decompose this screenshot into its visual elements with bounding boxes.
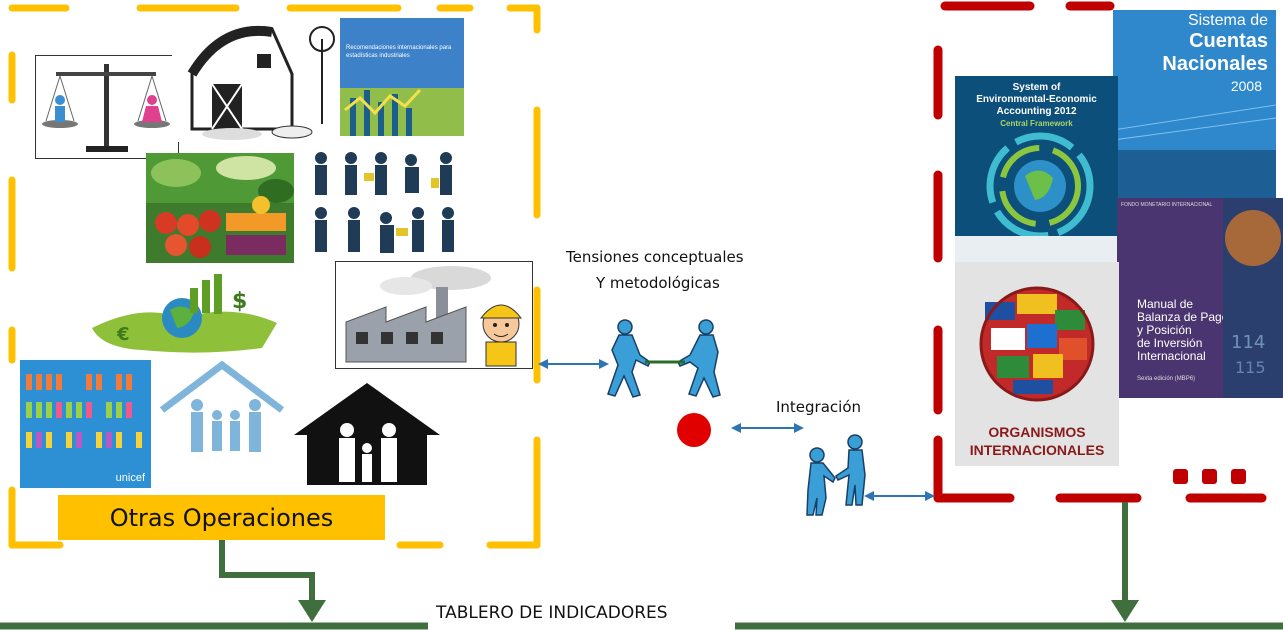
bop-edition: Sexta edición (MBP6) [1137,376,1196,382]
bop-image-strip: 114 115 [1223,198,1283,398]
green-arrows [219,502,1128,605]
blue-links [538,359,935,501]
flag-globe-icon [979,286,1095,402]
org-line2: INTERNACIONALES [969,442,1105,458]
scn-line1: Sistema de [1187,12,1268,29]
family-home-black-tile [292,380,442,487]
workers-icon [315,152,454,253]
bar-chart-icon [340,88,464,136]
industry-book-tile: Recomendaciones internacionales para est… [340,18,464,136]
tug-of-war-figures [607,319,721,398]
green-economy-icon: $ € [92,274,277,353]
red-dot [677,413,711,447]
green-economy-tile: $ € [82,268,286,360]
industry-book-title: Recomendaciones internacionales para est… [346,45,452,59]
barn-tile [172,14,337,142]
seea-line2: Environmental-Economic [976,94,1097,105]
tension-label-line1: Tensiones conceptuales [566,248,744,266]
unicef-brand: unicef [115,472,145,484]
org-line1: ORGANISMOS [988,424,1086,440]
bop-line3: y Posición [1137,323,1192,337]
bop-book: FONDO MONETARIO INTERNACIONAL Manual de … [1117,198,1283,398]
family-house-tile [157,360,287,460]
barn-icon [187,26,335,140]
vegetables-icon [146,153,294,258]
otras-operaciones-label: Otras Operaciones [109,503,334,532]
factory-tile [335,261,533,369]
vegetables-tile [146,153,294,263]
scn-line2: Cuentas [1189,30,1268,52]
svg-text:€: € [116,324,130,345]
unicef-figures-icon [26,374,142,448]
seea-line3: Accounting 2012 [996,106,1077,117]
organismos-book: ORGANISMOS INTERNACIONALES [955,262,1119,466]
tension-label-line2: Y metodológicas [596,274,720,292]
scn-pattern-icon [1113,104,1276,200]
bop-title: Manual de Balanza de Pagos y Posición de… [1137,298,1234,363]
scn-book: Sistema de Cuentas Nacionales 2008 [1113,10,1276,200]
scales-tile [35,55,179,159]
seea-line1: System of [1012,82,1061,93]
scales-icon [42,64,170,152]
workers-tile [306,148,466,260]
ellipsis-dots [1173,469,1246,484]
bop-line1: Manual de [1137,297,1194,311]
svg-text:114: 114 [1231,332,1265,353]
left-frame [8,4,541,549]
seea-line4: Central Framework [1000,119,1073,128]
tablero-label: TABLERO DE INDICADORES [436,603,668,623]
svg-text:115: 115 [1235,358,1266,377]
handshake-figures [806,434,866,516]
globe-icon [955,132,1118,262]
right-frame [933,1,1267,503]
bop-line2: Balanza de Pagos [1137,310,1235,324]
integration-label: Integración [776,398,862,416]
scn-line4: 2008 [1230,78,1262,94]
family-house-icon [159,360,285,452]
otras-operaciones-box: Otras Operaciones [58,495,385,540]
scn-line3: Nacionales [1162,53,1268,75]
factory-icon [345,266,523,367]
bop-line5: Internacional [1137,349,1206,363]
unicef-tile: unicef [20,360,151,488]
svg-text:$: $ [232,289,247,314]
seea-book: System of Environmental-Economic Account… [955,76,1118,262]
family-home-icon [294,383,440,485]
bop-publisher: FONDO MONETARIO INTERNACIONAL [1121,202,1213,208]
bop-line4: de Inversión [1137,336,1203,350]
